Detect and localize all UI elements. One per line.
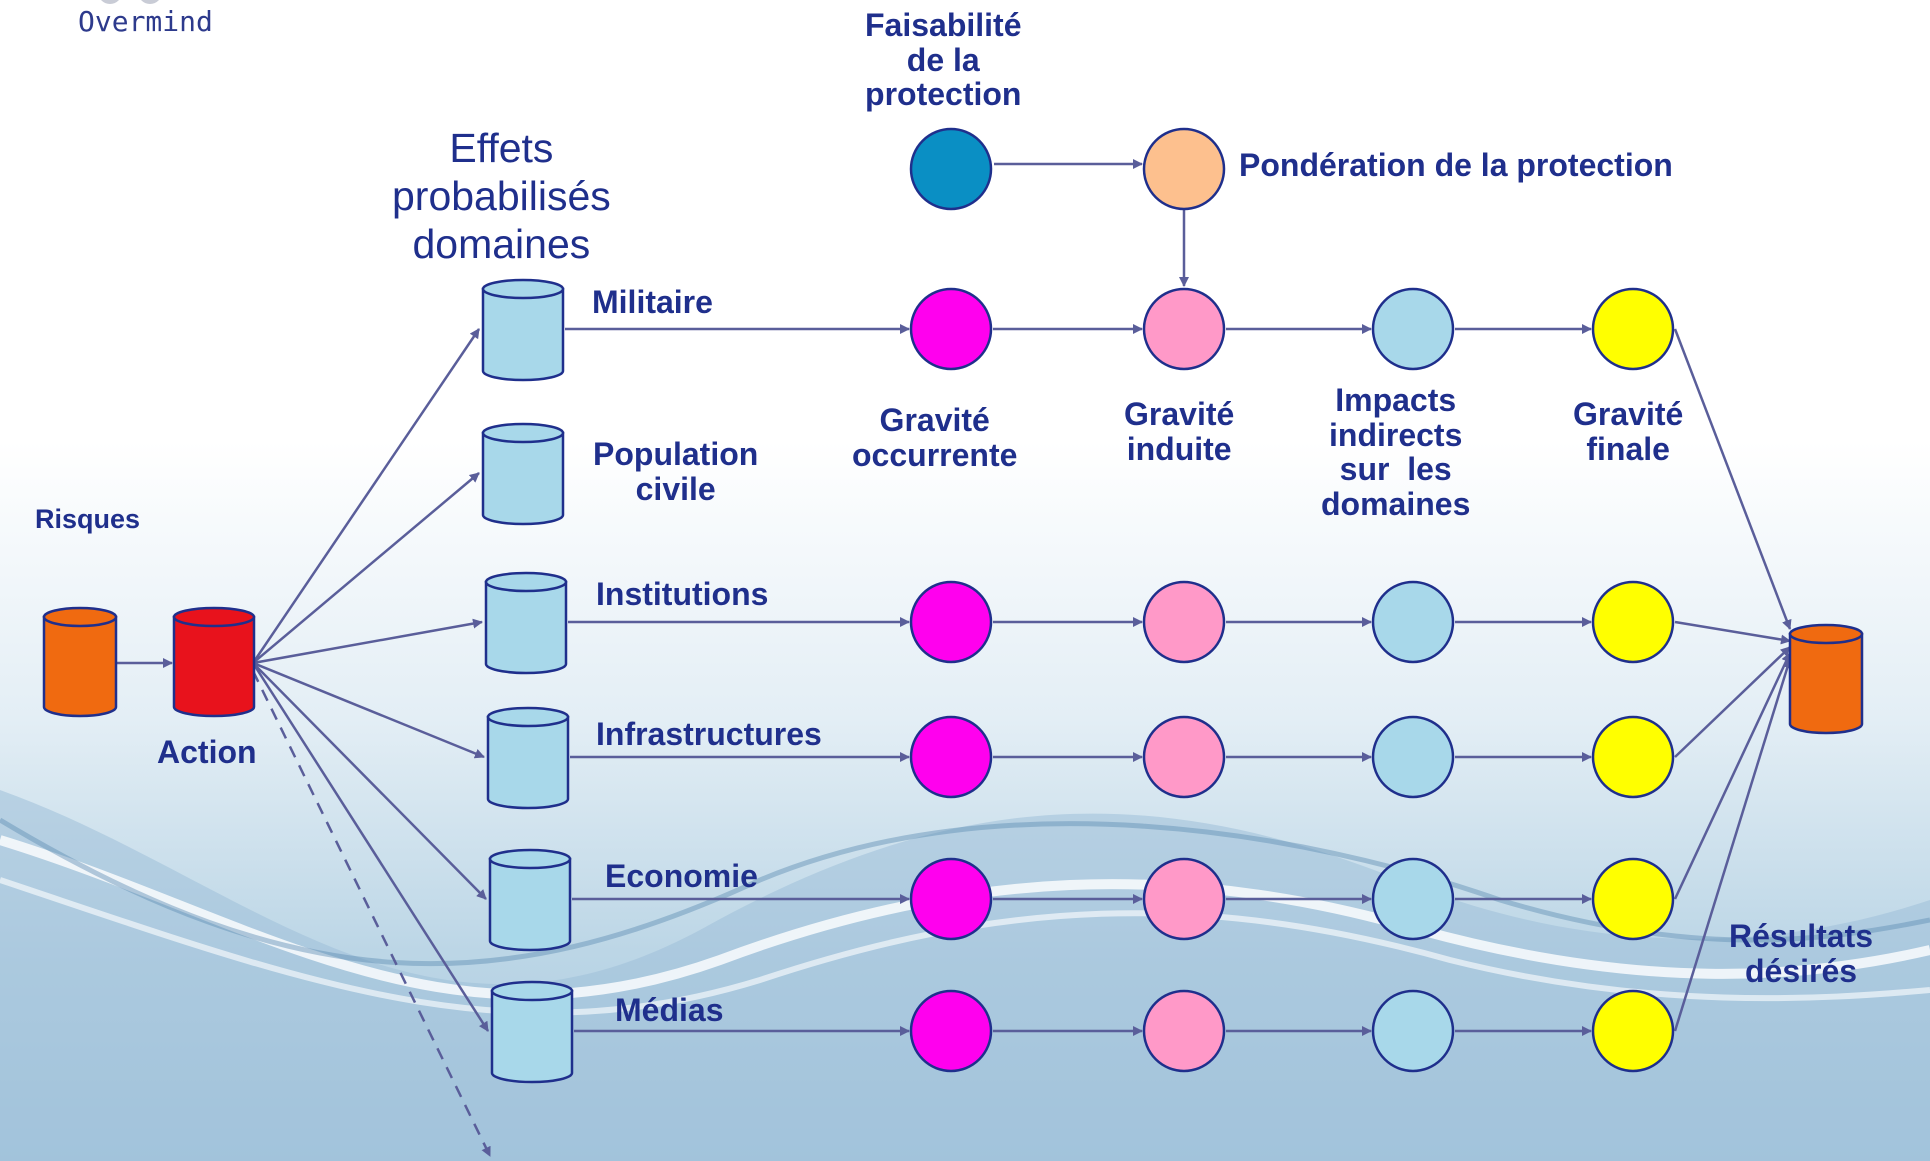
domain-cylinder-population	[481, 422, 565, 526]
risques-label: Risques	[35, 504, 141, 534]
gravite-induite-node-infrastructures	[1142, 715, 1226, 799]
arrows-layer	[117, 159, 1793, 1157]
arrow-action-economie	[252, 662, 487, 900]
gravite-occurrente-node-economie	[909, 857, 993, 941]
domain-label-population: Population civile	[593, 436, 759, 507]
domain-cylinder-militaire	[481, 278, 565, 382]
arrow-institutions-to-resultats	[1674, 620, 1791, 645]
impacts-label: Impacts indirects sur les domaines	[1321, 382, 1471, 522]
action-label: Action	[157, 734, 257, 770]
gravite-occurrente-node-infrastructures	[909, 715, 993, 799]
arrow-militaire-to-resultats	[1673, 328, 1792, 630]
risques-cylinder	[42, 606, 118, 718]
gravite-induite-label: Gravité induite	[1124, 396, 1235, 467]
resultats-label: Résultats désirés	[1729, 918, 1874, 989]
domain-label-economie: Economie	[605, 858, 758, 894]
impacts-node-economie	[1371, 857, 1455, 941]
resultats-cylinder	[1788, 623, 1864, 735]
arrow-action-population	[252, 472, 480, 664]
gravite-occurrente-node-medias	[909, 989, 993, 1073]
action-cylinder	[172, 606, 256, 718]
arrow-action-infrastructures	[252, 661, 485, 759]
impacts-node-militaire	[1371, 287, 1455, 371]
domain-cylinder-institutions	[484, 571, 568, 675]
domain-cylinder-infrastructures	[486, 706, 570, 810]
gravite-finale-node-economie	[1591, 857, 1675, 941]
impacts-node-institutions	[1371, 580, 1455, 664]
arrow-economie-to-resultats	[1673, 652, 1792, 900]
arrow-action-militaire	[251, 328, 481, 664]
logo-dots-icon	[92, 0, 178, 8]
domain-cylinder-economie	[488, 848, 572, 952]
domain-cylinder-medias	[490, 980, 574, 1084]
arrow-action-medias	[251, 662, 490, 1032]
gravite-induite-node-militaire	[1142, 287, 1226, 371]
gravite-finale-node-medias	[1591, 989, 1675, 1073]
domain-label-medias: Médias	[615, 992, 724, 1028]
gravite-finale-node-infrastructures	[1591, 715, 1675, 799]
gravite-finale-node-militaire	[1591, 287, 1675, 371]
shapes-layer	[42, 127, 1864, 1084]
gravite-induite-node-institutions	[1142, 580, 1226, 664]
gravite-occurrente-node-institutions	[909, 580, 993, 664]
impacts-node-infrastructures	[1371, 715, 1455, 799]
arrow-action-institutions	[252, 618, 483, 665]
arrow-dashed-out	[251, 670, 492, 1157]
ponderation-label: Pondération de la protection	[1239, 147, 1673, 183]
faisabilite-node	[909, 127, 993, 211]
domain-label-infrastructures: Infrastructures	[596, 716, 822, 752]
gravite-finale-label: Gravité finale	[1573, 396, 1684, 467]
gravite-induite-node-medias	[1142, 989, 1226, 1073]
gravite-induite-node-economie	[1142, 857, 1226, 941]
gravite-occurrente-label: Gravité occurrente	[852, 402, 1018, 473]
impacts-node-medias	[1371, 989, 1455, 1073]
domain-label-institutions: Institutions	[596, 576, 769, 612]
arrow-medias-to-resultats	[1673, 658, 1793, 1032]
arrow-infrastructures-to-resultats	[1674, 646, 1791, 758]
gravite-finale-node-institutions	[1591, 580, 1675, 664]
logo: Overmind	[78, 5, 213, 38]
faisabilite-label: Faisabilité de la protection	[865, 7, 1022, 113]
gravite-occurrente-node-militaire	[909, 287, 993, 371]
effets-title: Effets probabilisés domaines	[392, 125, 611, 267]
domain-label-militaire: Militaire	[592, 284, 713, 320]
ponderation-node	[1142, 127, 1226, 211]
